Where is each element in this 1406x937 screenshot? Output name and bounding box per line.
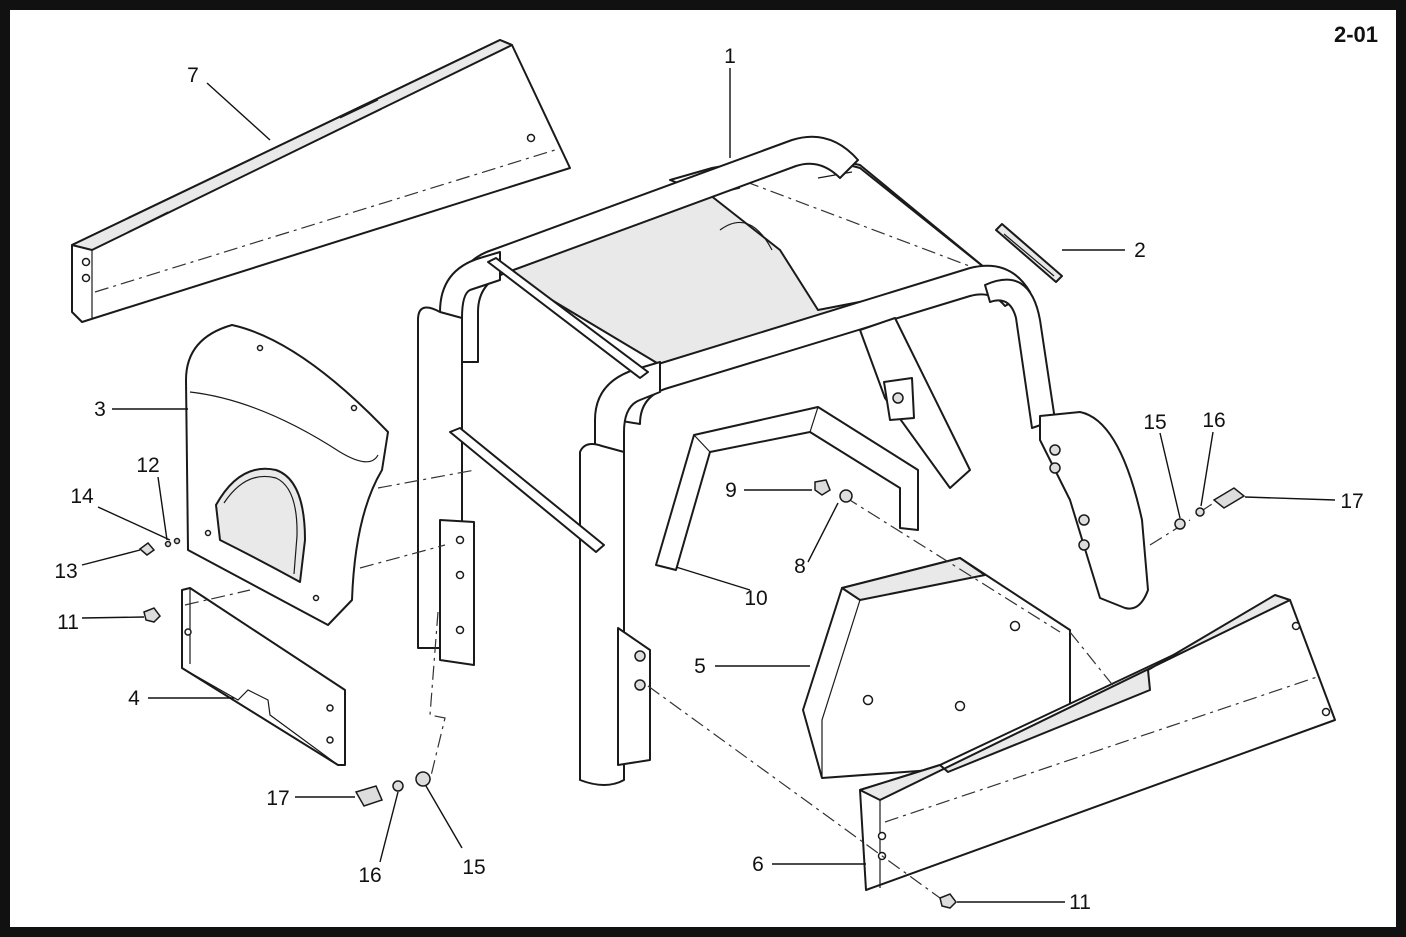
- callout-8: 8: [794, 555, 806, 578]
- part-3-housing-cover: [185, 324, 389, 626]
- callout-17-left: 17: [266, 787, 289, 810]
- assembly-lines: [184, 469, 1219, 899]
- page-number: 2-01: [1334, 22, 1378, 47]
- part-4-lower-plate: [181, 587, 346, 766]
- callout-2: 2: [1134, 239, 1146, 262]
- part-5-center-plate: [802, 557, 1071, 779]
- callout-labels: 1 2 3 4 5 6 7 8 9 10 11 11 12 13 14 15 1…: [54, 45, 1363, 914]
- callout-12: 12: [136, 454, 159, 477]
- callout-4: 4: [128, 687, 140, 710]
- bolt-17-left: [354, 785, 384, 807]
- callout-7: 7: [187, 64, 199, 87]
- part-1-roll-bar-frame: [417, 135, 1149, 786]
- washer-8: [839, 489, 853, 503]
- callout-9: 9: [725, 479, 737, 502]
- part-10-curved-bracket: [655, 406, 919, 571]
- part-2-strap: [995, 223, 1063, 283]
- leader-lines: [81, 68, 1336, 903]
- bolt-17-right: [1212, 487, 1246, 509]
- callout-1: 1: [724, 45, 736, 68]
- callout-11-right: 11: [1069, 891, 1091, 914]
- bolt-13: [138, 541, 156, 556]
- callout-11-left: 11: [57, 611, 79, 634]
- callout-16-right: 16: [1202, 409, 1225, 432]
- callout-5: 5: [694, 655, 706, 678]
- nut-11-right: [939, 893, 957, 909]
- callout-16-left: 16: [358, 864, 381, 887]
- callout-3: 3: [94, 398, 106, 421]
- callout-13: 13: [54, 560, 77, 583]
- callout-15-left: 15: [462, 856, 485, 879]
- nut-11-left: [143, 607, 161, 623]
- callout-10: 10: [744, 587, 767, 610]
- callout-14: 14: [70, 485, 94, 508]
- callout-15-right: 15: [1143, 411, 1166, 434]
- part-7-top-rail: [71, 39, 571, 323]
- hardware: [138, 479, 1246, 909]
- nut-9: [814, 479, 831, 496]
- callout-6: 6: [752, 853, 764, 876]
- callout-17-right: 17: [1340, 490, 1363, 513]
- part-6-lower-rail: [859, 594, 1336, 891]
